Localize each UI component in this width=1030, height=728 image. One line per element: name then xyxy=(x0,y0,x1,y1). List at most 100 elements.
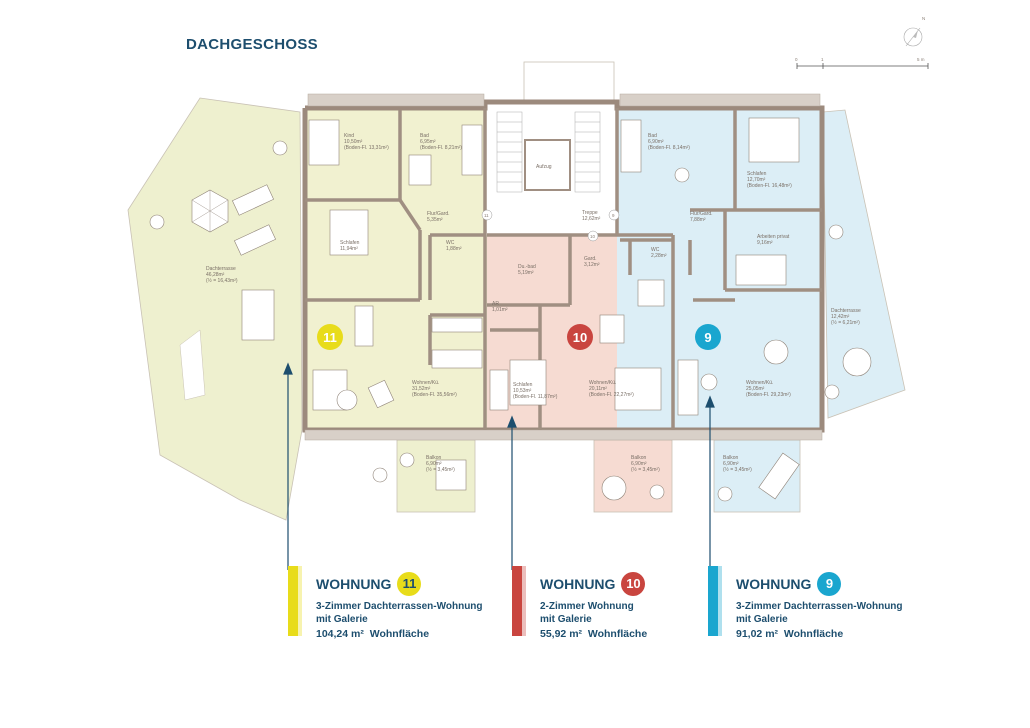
room-ar-name: AR xyxy=(492,301,499,307)
room-schlafen10-area: 10,53m² xyxy=(513,388,532,394)
room-wohnen9-floor: (Boden-Fl. 29,23m²) xyxy=(746,392,791,398)
legend-11-area-value: 104,24 m² xyxy=(316,628,364,640)
room-balkon11-name: Balkon xyxy=(426,455,442,461)
legend-10-color-bar xyxy=(512,566,522,636)
legend-11-color-bar xyxy=(288,566,298,636)
room-bad9-floor: (Boden-Fl. 8,14m²) xyxy=(648,145,690,151)
room-schlafen10-name: Schlafen xyxy=(513,382,533,388)
room-balkon9-area: 6,90m² xyxy=(723,461,739,467)
room-balkon9-floor: (½ = 3,45m²) xyxy=(723,466,752,473)
room-dachterrasse11-area: 46,28m² xyxy=(206,272,225,278)
umbrella-icon xyxy=(191,189,229,233)
balcony-10 xyxy=(593,439,673,513)
compass-icon: N xyxy=(903,16,925,47)
legend-10-badge: 10 xyxy=(621,572,646,596)
unit-badge-11: 11 xyxy=(317,324,343,350)
entrance-9-label: 9 xyxy=(612,213,615,218)
room-balkon9-name: Balkon xyxy=(723,455,739,461)
room-wc9-area: 2,28m² xyxy=(651,253,667,259)
room-treppe-name: Treppe xyxy=(582,210,598,216)
room-balkon11-floor: (½ = 3,45m²) xyxy=(426,466,455,473)
room-schlafen9-area: 12,70m² xyxy=(747,177,766,183)
scale-label-1: 1 xyxy=(821,57,824,62)
compass-label: N xyxy=(922,16,925,21)
unit-badge-11-number: 11 xyxy=(323,330,337,345)
unit-badge-9-number: 9 xyxy=(704,330,711,345)
legend-9-title: WOHNUNG xyxy=(736,576,812,592)
room-dachterrasse9-name: Dachterrasse xyxy=(831,308,861,314)
legend-11-feature: mit Galerie xyxy=(316,614,368,625)
room-gard10-area: 3,12m² xyxy=(584,262,600,268)
room-schlafen11-name: Schlafen xyxy=(340,240,360,246)
terrace-11 xyxy=(127,97,303,521)
room-schlafen9-floor: (Boden-Fl. 16,48m²) xyxy=(747,183,792,189)
legend-9-feature: mit Galerie xyxy=(736,614,788,625)
room-dachterrasse11-floor: (½ = 16,43m²) xyxy=(206,277,238,284)
room-gard10-name: Gard. xyxy=(584,256,597,262)
room-schlafen9-name: Schlafen xyxy=(747,171,767,177)
room-flur9-area: 7,88m² xyxy=(690,217,706,223)
room-aufzug-name: Aufzug xyxy=(536,164,552,170)
legend-11-area: 104,24 m² Wohnfläche xyxy=(316,628,429,640)
room-wohnen10-floor: (Boden-Fl. 22,27m²) xyxy=(589,392,634,398)
room-kind-floor: (Boden-Fl. 13,31m²) xyxy=(344,145,389,151)
legend-9-area-value: 91,02 m² xyxy=(736,628,779,640)
legend-10-heading: WOHNUNG 10 xyxy=(540,572,646,596)
entrance-11-label: 11 xyxy=(484,213,489,218)
room-kind-area: 10,50m² xyxy=(344,139,363,145)
room-wohnen11-floor: (Boden-Fl. 35,56m²) xyxy=(412,392,457,398)
legend-9-color-bar-light xyxy=(718,566,722,636)
room-balkon11-area: 6,90m² xyxy=(426,461,442,467)
room-wohnen11-area: 31,52m² xyxy=(412,386,431,392)
room-wc11-name: WC xyxy=(446,240,455,246)
room-bad11-floor: (Boden-Fl. 8,21m²) xyxy=(420,145,462,151)
room-duschbad-name: Du.-bad xyxy=(518,264,536,270)
page-title: DACHGESCHOSS xyxy=(186,36,318,53)
room-wc11-area: 1,88m² xyxy=(446,246,462,252)
legend-9-badge: 9 xyxy=(817,572,842,596)
scale-label-5: 5 m xyxy=(917,57,925,62)
elevator xyxy=(524,139,571,191)
legend-10-title: WOHNUNG xyxy=(540,576,616,592)
room-schlafen11-area: 11,94m² xyxy=(340,246,358,252)
unit-badge-10: 10 xyxy=(567,324,593,350)
furniture xyxy=(232,117,872,501)
room-dachterrasse11-name: Dachterrasse xyxy=(206,266,236,272)
legend-9-area-label: Wohnfläche xyxy=(783,628,844,640)
stairs xyxy=(496,111,601,193)
legend-11-heading: WOHNUNG 11 xyxy=(316,572,422,596)
room-treppe-area: 12,62m² xyxy=(582,216,601,222)
legend-9-area: 91,02 m² Wohnfläche xyxy=(736,628,843,640)
room-arbeiten9-name: Arbeiten privat xyxy=(757,234,790,240)
legend-10-area-label: Wohnfläche xyxy=(587,628,648,640)
legend-10-feature: mit Galerie xyxy=(540,614,592,625)
room-balkon10-name: Balkon xyxy=(631,455,647,461)
room-wc9-name: WC xyxy=(651,247,660,253)
room-balkon10-area: 6,90m² xyxy=(631,461,647,467)
entrance-10-label: 10 xyxy=(590,234,596,239)
scale-bar: 0 1 5 m xyxy=(795,57,929,69)
room-kind-name: Kind xyxy=(344,133,354,139)
room-dachterrasse9-area: 12,42m² xyxy=(831,314,850,320)
legend-11-area-label: Wohnfläche xyxy=(369,628,430,640)
room-wohnen9-area: 25,05m² xyxy=(746,386,765,392)
room-labels: Kind 10,50m² (Boden-Fl. 13,31m²) Bad 6,9… xyxy=(206,133,861,473)
room-duschbad-area: 5,19m² xyxy=(518,270,534,276)
unit-badge-10-number: 10 xyxy=(573,330,587,345)
legend-9-color-bar xyxy=(708,566,718,636)
room-wohnen10-area: 20,11m² xyxy=(589,386,607,392)
room-bad11-area: 6,95m² xyxy=(420,139,436,145)
room-schlafen10-floor: (Boden-Fl. 11,87m²) xyxy=(513,394,558,400)
room-dachterrasse9-floor: (½ = 6,21m²) xyxy=(831,319,860,326)
terrace-11-cutout xyxy=(179,329,206,401)
legend-10-area-value: 55,92 m² xyxy=(540,628,583,640)
scale-label-0: 0 xyxy=(795,57,798,62)
legend-10-area: 55,92 m² Wohnfläche xyxy=(540,628,647,640)
room-flur9-name: Flur/Gard. xyxy=(690,211,713,217)
legend-11-badge: 11 xyxy=(397,572,422,596)
roof-exit xyxy=(523,61,615,105)
pointer-lines xyxy=(283,362,715,570)
legend-10-color-bar-light xyxy=(522,566,526,636)
legend-10-type: 2-Zimmer Wohnung xyxy=(540,601,634,612)
